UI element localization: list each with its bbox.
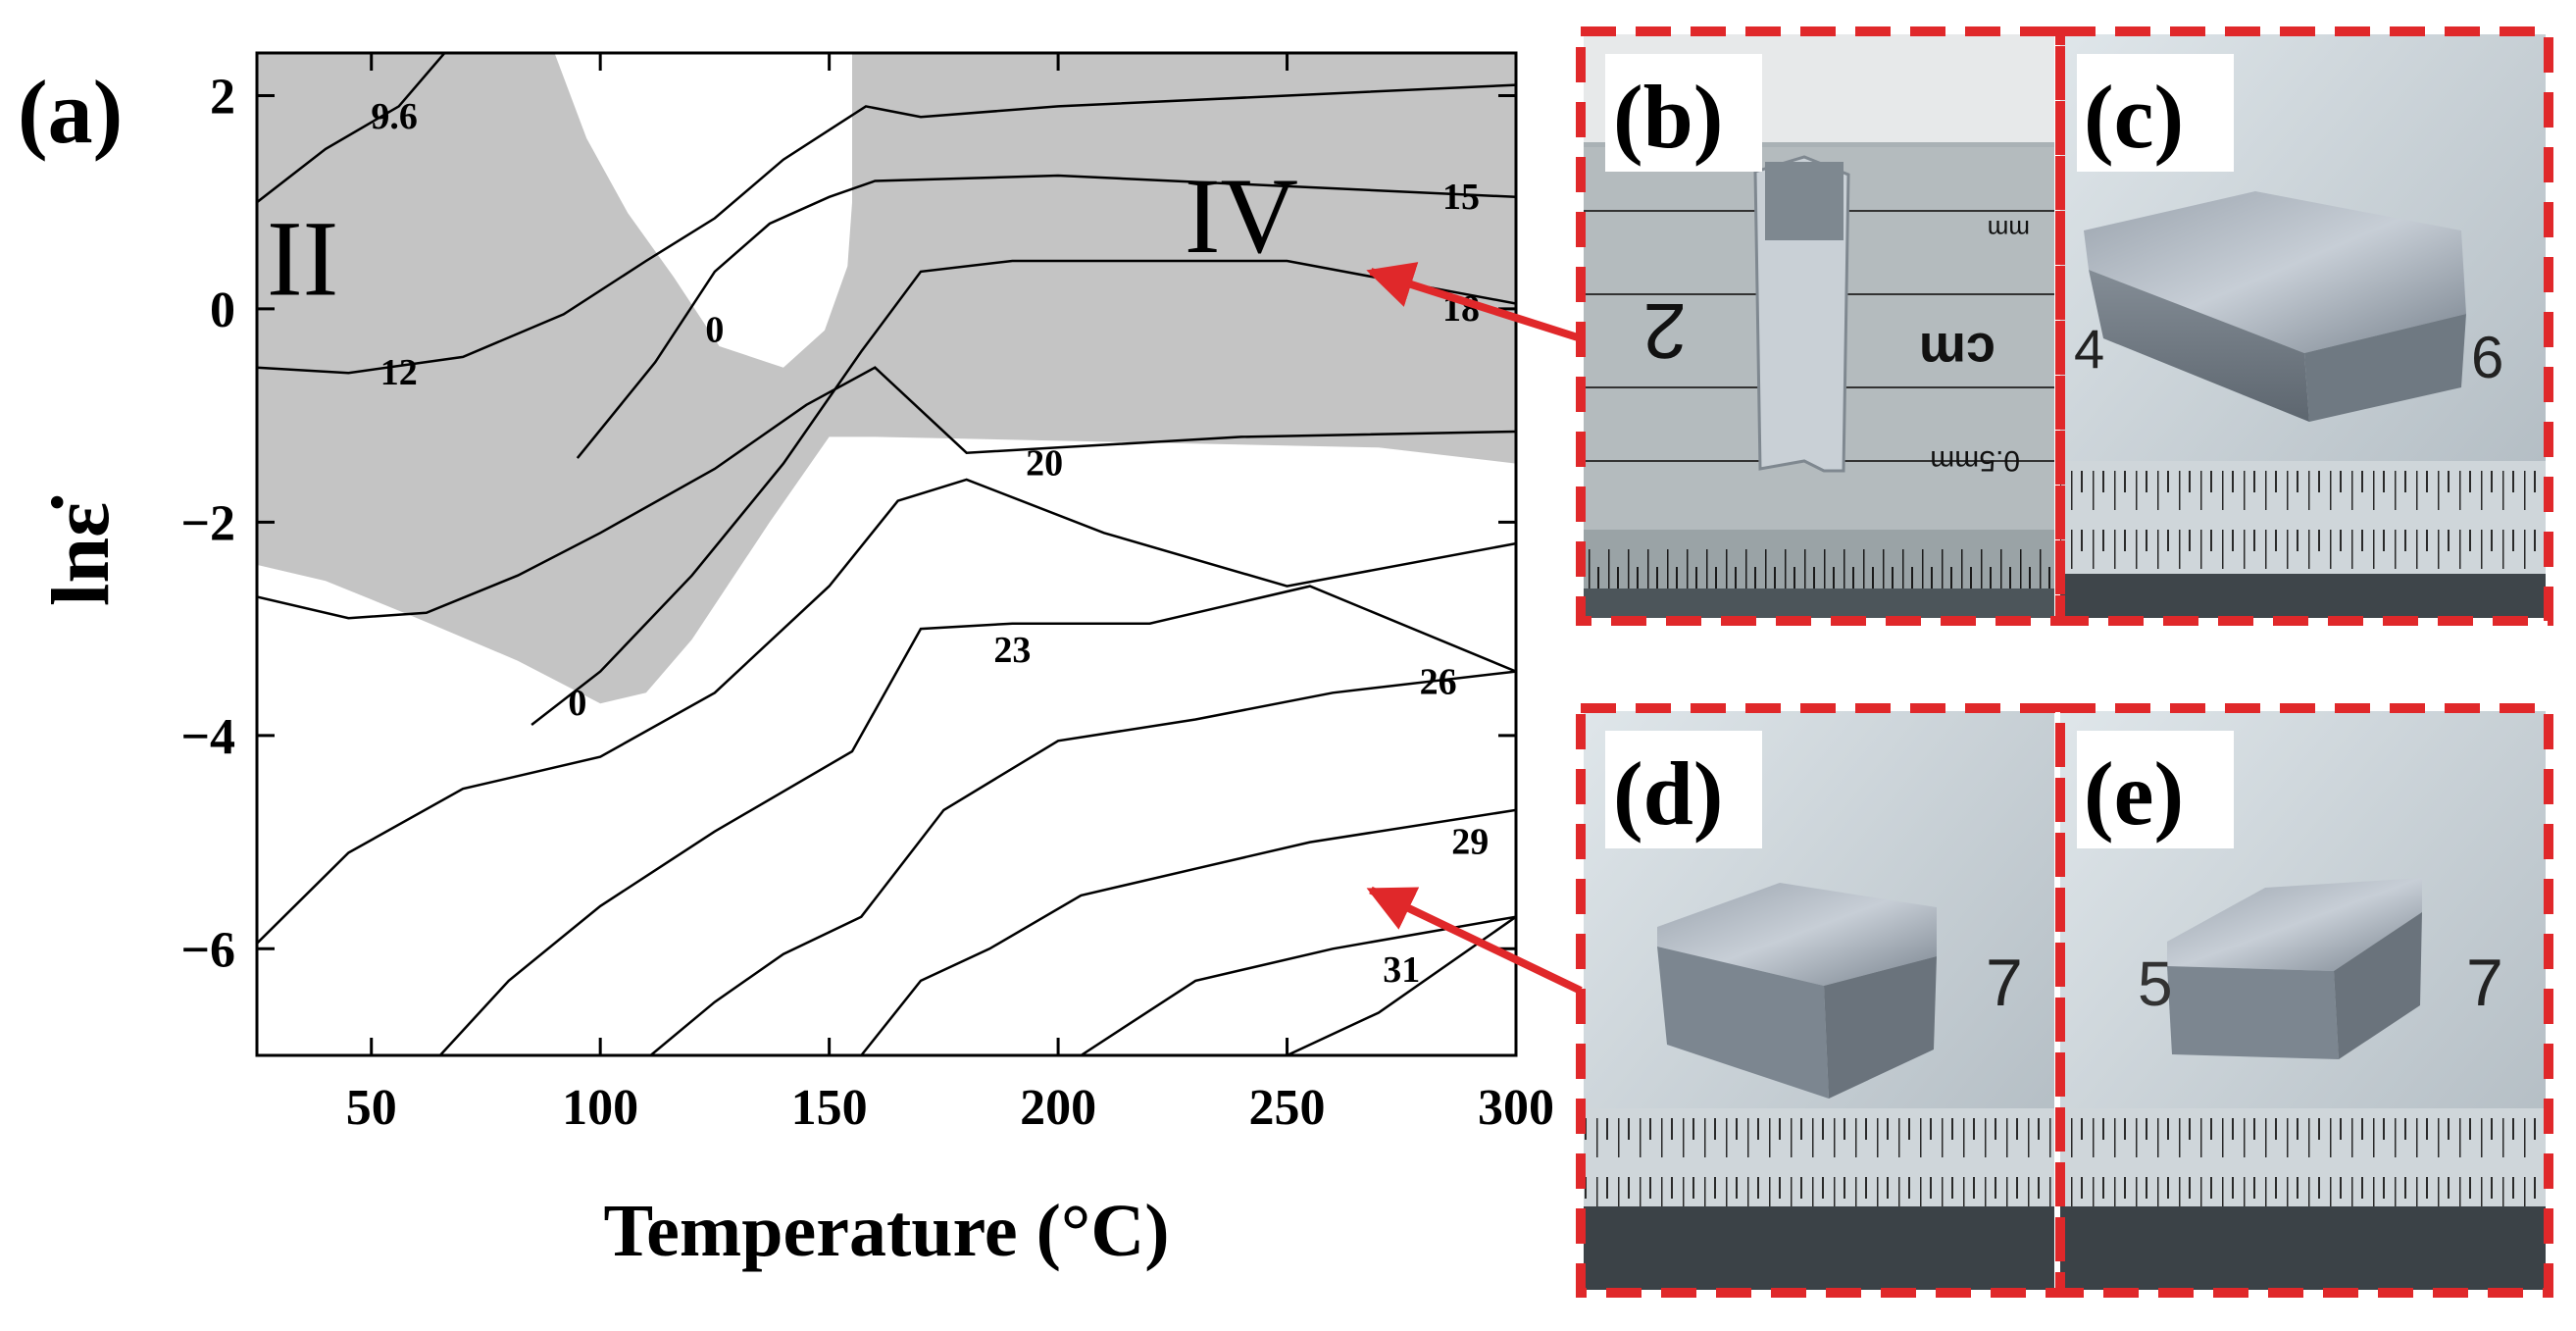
contour-label-9.6-0: 9.6 (371, 96, 418, 137)
specimen-e-top (2167, 878, 2422, 971)
specimen-c-top (2084, 191, 2466, 353)
panel-label-b: (b) (1613, 67, 1723, 167)
ruler-text-c-4: 4 (2074, 318, 2104, 380)
x-tick-label-50: 50 (346, 1080, 397, 1136)
contour-line-15-2 (576, 174, 1516, 459)
contour-label-12-1: 12 (380, 352, 418, 393)
contour-line-23-6 (257, 478, 1516, 945)
ruler-text-b-2: 2 (1643, 287, 1688, 375)
photo-panel-e: 5 7 (2060, 711, 2546, 1290)
x-tick-label-300: 300 (1478, 1080, 1554, 1136)
contour-line-12-1 (257, 83, 1516, 375)
x-tick-label-250: 250 (1249, 1080, 1326, 1136)
specimen-d-top (1657, 883, 1937, 986)
x-tick-label-200: 200 (1020, 1080, 1096, 1136)
contour-line-29-9 (649, 670, 1516, 1055)
contour-line-18-4 (530, 259, 1516, 726)
panel-label-e: (e) (2084, 743, 2184, 844)
contour-label-20-5: 20 (1026, 443, 1063, 485)
y-axis-title: lnε̇ (35, 495, 126, 606)
ruler-text-e-5: 5 (2138, 948, 2173, 1019)
ruler-text-b-cm: cm (1919, 322, 1995, 381)
x-tick-label-150: 150 (791, 1080, 868, 1136)
x-axis-title: Temperature (°C) (603, 1190, 1169, 1272)
arrow-from-panel-d (1366, 886, 1583, 995)
contour-line-unlabeled-12 (1286, 915, 1516, 1055)
frame-d (1576, 703, 2065, 1298)
contour-label-0-3: 0 (705, 310, 724, 351)
contour-line-9.6-0 (257, 53, 446, 204)
y-tick-label--4: −4 (180, 709, 235, 765)
ruler-text-b-mm: mm (1988, 215, 2030, 244)
ruler-text-e-7: 7 (2466, 946, 2503, 1020)
photo-panel-c: 4 6 (2060, 34, 2546, 618)
contour-label-26-7: 26 (1420, 661, 1457, 702)
contour-label-0-8: 0 (568, 683, 586, 724)
ruler-text-c-6: 6 (2471, 325, 2503, 390)
ruler-text-d-7: 7 (1986, 946, 2023, 1020)
dashed-frames (1576, 26, 2553, 1298)
frame-c (2055, 26, 2553, 626)
ruler-text-b-05mm: 0.5mm (1930, 444, 2020, 477)
contour-line-20-5 (257, 366, 1516, 620)
panel-label-a: (a) (18, 62, 123, 162)
contour-label-23-6: 23 (993, 630, 1031, 671)
contour-line-31-10 (860, 808, 1516, 1055)
y-tick-label--2: −2 (180, 495, 235, 551)
specimen-c-side (2089, 270, 2309, 422)
y-tick-label--6: −6 (180, 922, 235, 978)
region-label-IV: IV (1185, 156, 1298, 276)
panel-label-c: (c) (2084, 67, 2184, 167)
y-tick-label-0: 0 (210, 282, 235, 338)
frame-e (2055, 703, 2553, 1298)
plot-frame (255, 51, 1518, 1057)
contour-line-26-7 (438, 585, 1516, 1055)
x-tick-label-100: 100 (562, 1080, 638, 1136)
contour-label-31-10: 31 (1383, 949, 1420, 991)
photo-panel-b: 2 cm 0.5mm mm (1584, 34, 2054, 618)
panel-label-d: (d) (1613, 743, 1723, 844)
contour-line-unlabeled-11 (1080, 915, 1516, 1055)
arrow-from-panel-b (1366, 262, 1583, 342)
frame-b (1576, 26, 2065, 626)
contour-label-29-9: 29 (1451, 822, 1489, 863)
photo-panel-tags: (b) (c) (d) (e) (1605, 54, 2234, 848)
y-tick-label-2: 2 (210, 69, 235, 125)
contour-label-15-2: 15 (1442, 177, 1480, 218)
region-label-II: II (267, 199, 338, 319)
